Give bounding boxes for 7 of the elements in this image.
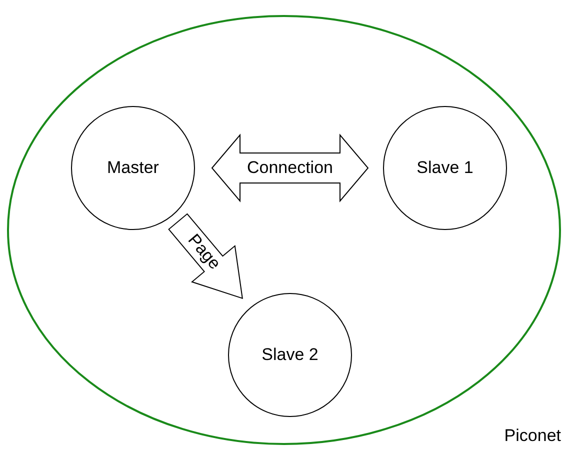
block-arrow xyxy=(168,213,243,300)
block-arrow xyxy=(211,134,369,202)
device-label: Slave 1 xyxy=(416,158,474,178)
edge-label: Connection xyxy=(247,158,333,178)
device-label: Slave 2 xyxy=(262,345,318,365)
device-label: Master xyxy=(107,158,159,178)
group-title: Piconet xyxy=(504,426,561,446)
